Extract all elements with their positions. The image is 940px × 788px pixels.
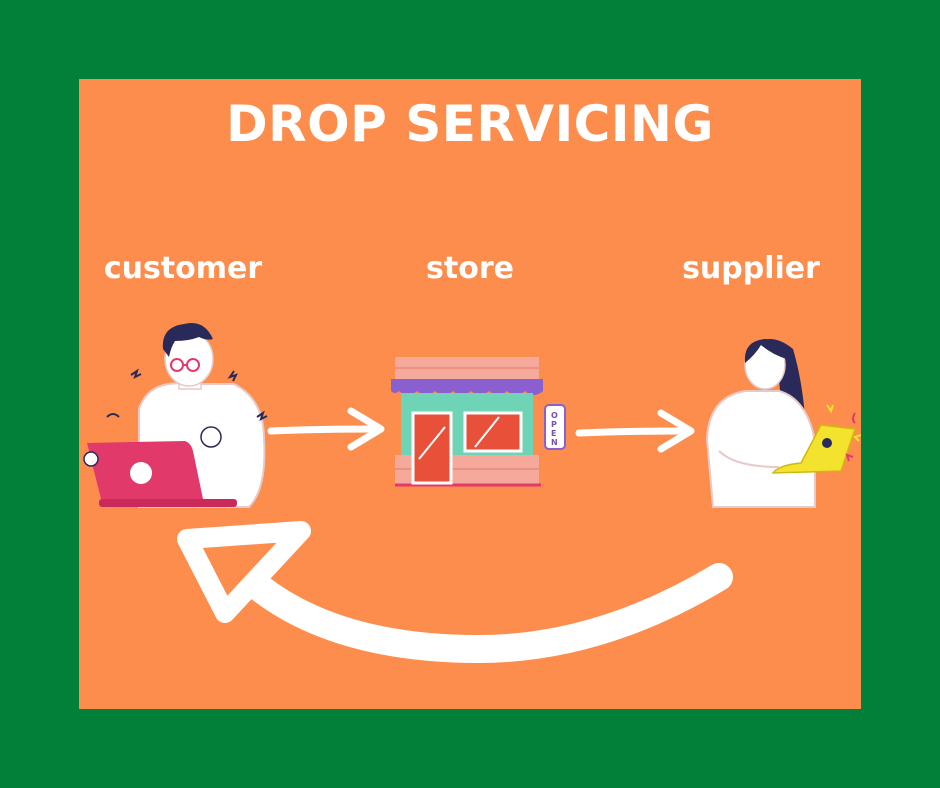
diagram-panel: DROP SERVICING customer store supplier: [79, 79, 861, 709]
arrow-customer-to-store: [267, 425, 379, 435]
node-label-supplier: supplier: [682, 251, 820, 286]
supplier-laptop: [771, 424, 857, 474]
svg-text:P: P: [551, 420, 557, 429]
arrow-supplier-to-customer: [235, 563, 733, 664]
open-sign: O P E N: [544, 404, 566, 450]
svg-text:N: N: [551, 438, 558, 447]
diagram-artwork: O P E N: [83, 323, 861, 664]
return-arrow-head: [177, 521, 311, 623]
customer-illustration: [83, 323, 268, 508]
svg-text:O: O: [551, 411, 558, 420]
arrow-store-to-supplier: [575, 427, 689, 437]
node-label-customer: customer: [103, 251, 263, 286]
supplier-illustration: [705, 339, 861, 508]
svg-text:E: E: [551, 429, 556, 438]
node-label-store: store: [426, 251, 514, 286]
diagram-title: DROP SERVICING: [226, 95, 714, 153]
store-illustration: O P E N: [391, 357, 566, 487]
